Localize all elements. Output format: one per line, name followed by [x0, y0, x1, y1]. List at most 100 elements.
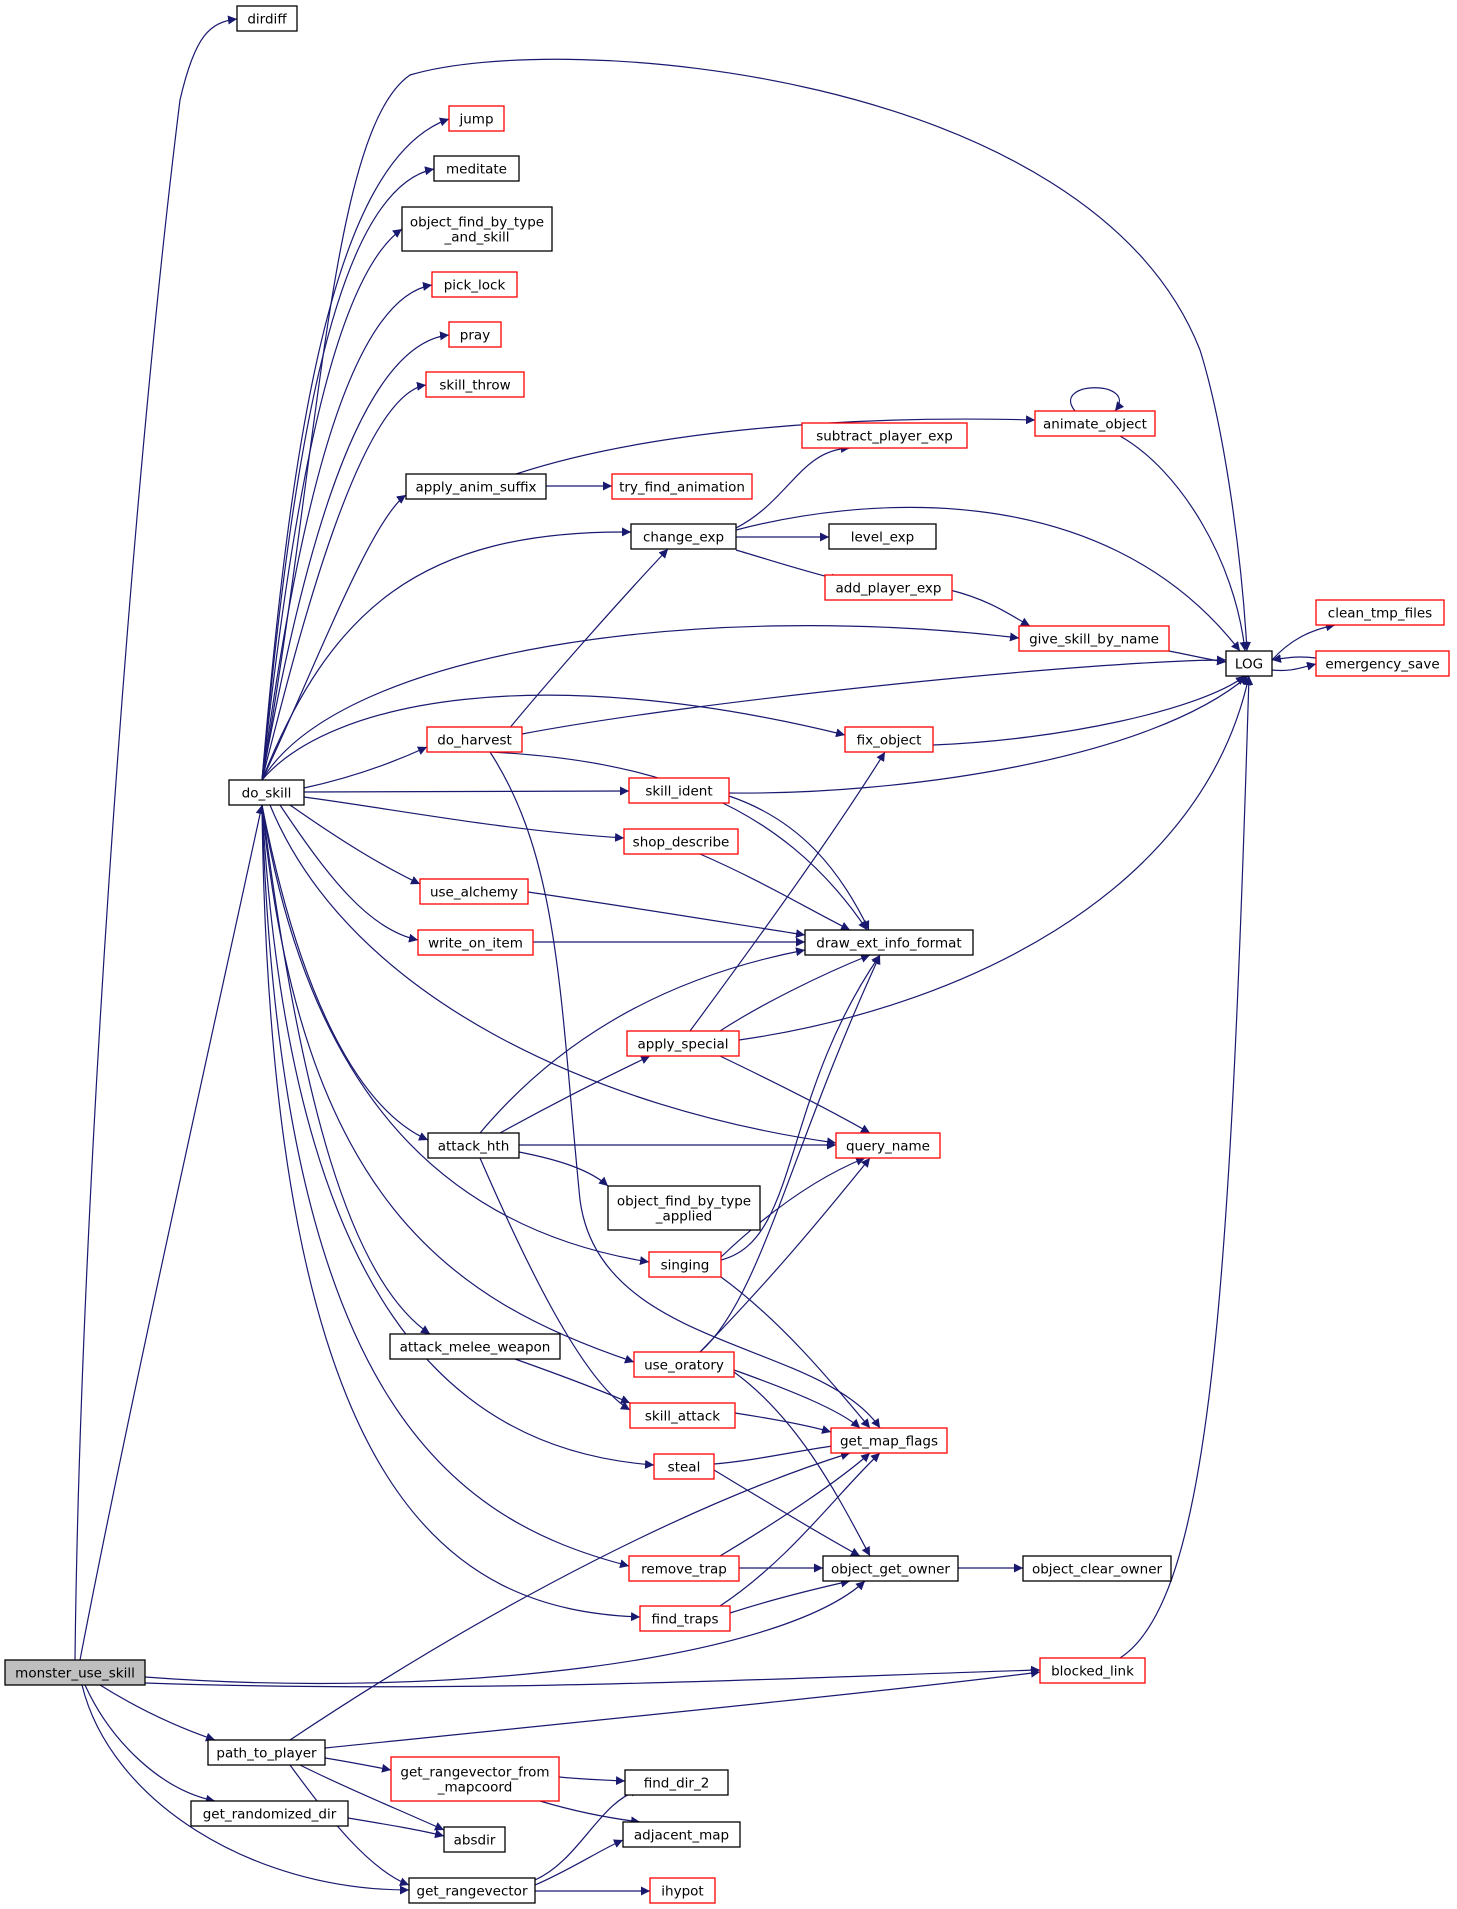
node-skill-ident[interactable]: skill_ident [628, 777, 730, 804]
node-path-to-player[interactable]: path_to_player [207, 1739, 326, 1766]
node-jump[interactable]: jump [448, 105, 505, 132]
node-steal[interactable]: steal [653, 1453, 715, 1480]
node-attack-melee-weapon[interactable]: attack_melee_weapon [389, 1333, 561, 1360]
node-skill-throw[interactable]: skill_throw [425, 371, 525, 398]
edge-animate_object-to-animate_object [1070, 387, 1125, 412]
node-attack-hth[interactable]: attack_hth [427, 1132, 520, 1159]
node-skill-attack[interactable]: skill_attack [629, 1402, 736, 1429]
node-label: _mapcoord [437, 1780, 513, 1796]
node-pray[interactable]: pray [448, 321, 502, 348]
node-find-dir-2[interactable]: find_dir_2 [624, 1769, 729, 1796]
node-give-skill-by-name[interactable]: give_skill_by_name [1018, 625, 1170, 652]
node-box [1034, 410, 1156, 437]
node-draw-ext-info-format[interactable]: draw_ext_info_format [804, 929, 974, 956]
node-box [236, 5, 298, 32]
node-label: monster_use_skill [15, 1666, 135, 1682]
edge-emergency_save-to-LOG [1271, 654, 1317, 663]
edge-do_skill-to-singing [261, 804, 650, 1266]
node-box [628, 1555, 740, 1582]
node-subtract-player-exp[interactable]: subtract_player_exp [801, 422, 968, 449]
node-blocked-link[interactable]: blocked_link [1039, 1657, 1146, 1684]
node-label: remove_trap [641, 1562, 727, 1578]
node-do-harvest[interactable]: do_harvest [426, 726, 523, 753]
node-box [1225, 650, 1273, 677]
node-label: get_map_flags [840, 1434, 938, 1450]
node-object-clear-owner[interactable]: object_clear_owner [1022, 1555, 1172, 1582]
node-meditate[interactable]: meditate [433, 155, 520, 182]
node-apply-anim-suffix[interactable]: apply_anim_suffix [405, 473, 547, 500]
node-singing[interactable]: singing [648, 1251, 722, 1278]
node-object-find-by-type-and-skill[interactable]: object_find_by_type_and_skill [401, 206, 553, 252]
node-box [4, 1659, 146, 1686]
node-fix-object[interactable]: fix_object [844, 726, 934, 753]
node-try-find-animation[interactable]: try_find_animation [611, 473, 753, 500]
edge-singing-to-get_map_flags [720, 1276, 871, 1429]
node-box [448, 105, 505, 132]
node-emergency-save[interactable]: emergency_save [1315, 650, 1450, 677]
node-remove-trap[interactable]: remove_trap [628, 1555, 740, 1582]
node-get-map-flags[interactable]: get_map_flags [830, 1427, 948, 1454]
edge-singing-to-draw_ext_info_format [720, 954, 881, 1261]
node-box [390, 1756, 560, 1802]
node-adjacent-map[interactable]: adjacent_map [622, 1821, 741, 1848]
node-get-randomized-dir[interactable]: get_randomized_dir [190, 1800, 349, 1827]
node-object-find-by-type-applied[interactable]: object_find_by_type_applied [607, 1185, 761, 1231]
edge-remove_trap-to-get_map_flags [719, 1452, 871, 1557]
node-label: draw_ext_info_format [816, 936, 961, 952]
node-label: _applied [655, 1209, 713, 1225]
node-label: shop_describe [633, 835, 730, 851]
node-change-exp[interactable]: change_exp [630, 523, 737, 550]
node-write-on-item[interactable]: write_on_item [417, 929, 534, 956]
node-monster-use-skill[interactable]: monster_use_skill [4, 1659, 146, 1686]
node-add-player-exp[interactable]: add_player_exp [824, 574, 953, 601]
node-label: object_clear_owner [1032, 1562, 1163, 1578]
node-pick-lock[interactable]: pick_lock [431, 271, 518, 298]
node-label: query_name [846, 1139, 930, 1155]
edge-get_rangevector_from_mapcoord-to-find_dir_2 [558, 1776, 626, 1786]
edge-do_harvest-to-LOG [521, 655, 1227, 735]
node-use-oratory[interactable]: use_oratory [633, 1351, 735, 1378]
edge-monster_use_skill-to-blocked_link [144, 1665, 1041, 1688]
node-animate-object[interactable]: animate_object [1034, 410, 1156, 437]
node-dirdiff[interactable]: dirdiff [236, 5, 298, 32]
edge-LOG-to-emergency_save [1271, 661, 1317, 672]
edge-do_skill-to-remove_trap [261, 804, 630, 1569]
node-label: meditate [446, 162, 507, 178]
node-label: get_rangevector [417, 1884, 528, 1900]
node-find-traps[interactable]: find_traps [639, 1605, 731, 1632]
node-apply-special[interactable]: apply_special [626, 1030, 740, 1057]
edge-do_harvest-to-change_exp [489, 548, 669, 753]
node-label: pick_lock [444, 278, 506, 294]
node-get-rangevector[interactable]: get_rangevector [408, 1877, 536, 1904]
node-label: object_get_owner [831, 1562, 950, 1578]
node-box [830, 1427, 948, 1454]
edge-monster_use_skill-to-get_rangevector [81, 1684, 410, 1895]
node-label: singing [661, 1258, 710, 1274]
node-box [611, 473, 753, 500]
node-box [419, 878, 529, 905]
node-query-name[interactable]: query_name [835, 1132, 941, 1159]
edge-skill_ident-to-LOG [728, 675, 1249, 794]
node-shop-describe[interactable]: shop_describe [623, 828, 739, 855]
node-label: path_to_player [216, 1746, 317, 1762]
node-do-skill[interactable]: do_skill [228, 779, 305, 806]
edge-do_skill-to-attack_hth [261, 804, 429, 1141]
node-label: try_find_animation [619, 480, 745, 496]
edge-monster_use_skill-to-dirdiff [74, 15, 238, 1661]
node-clean-tmp-files[interactable]: clean_tmp_files [1315, 599, 1445, 626]
edge-skill_attack-to-get_map_flags [734, 1412, 832, 1434]
node-ihypot[interactable]: ihypot [649, 1877, 716, 1904]
node-level-exp[interactable]: level_exp [828, 523, 937, 550]
node-label: object_find_by_type [617, 1194, 751, 1210]
node-get-rangevector-from-mapcoord[interactable]: get_rangevector_from_mapcoord [390, 1756, 560, 1802]
node-LOG[interactable]: LOG [1225, 650, 1273, 677]
edge-do_skill-to-pray [261, 331, 450, 781]
node-box [1018, 625, 1170, 652]
edge-do_skill-to-skill_ident [303, 786, 630, 796]
node-object-get-owner[interactable]: object_get_owner [822, 1555, 959, 1582]
node-absdir[interactable]: absdir [443, 1826, 506, 1853]
node-use-alchemy[interactable]: use_alchemy [419, 878, 529, 905]
node-box [427, 1132, 520, 1159]
node-label: add_player_exp [836, 581, 942, 597]
node-box [633, 1351, 735, 1378]
